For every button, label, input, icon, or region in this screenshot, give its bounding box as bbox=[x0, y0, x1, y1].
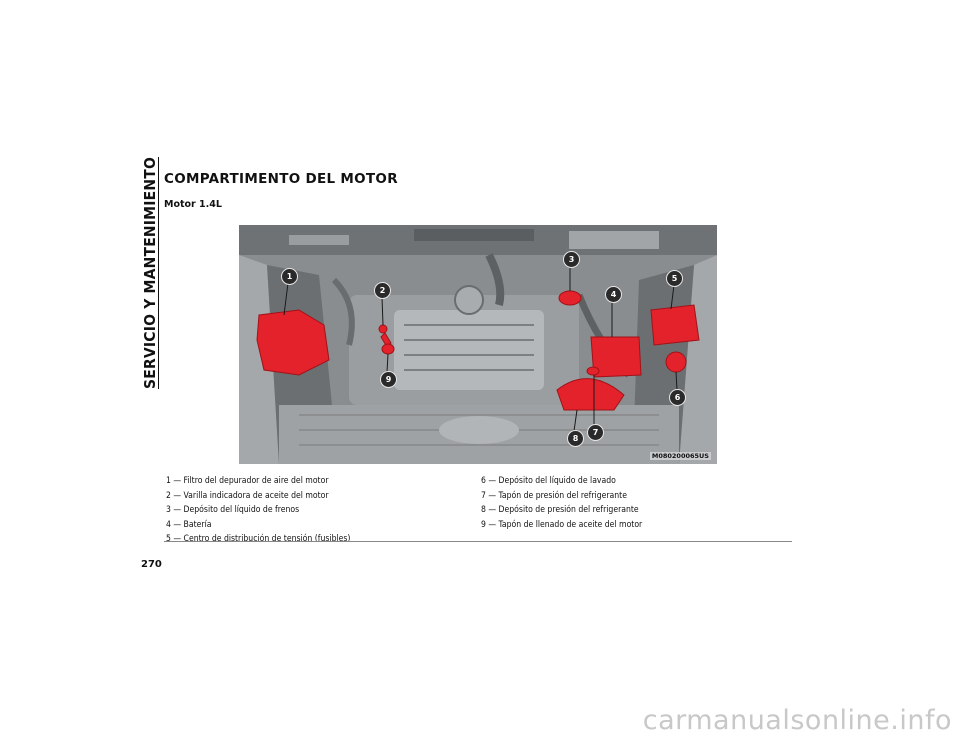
legend-item: 4 — Batería bbox=[166, 519, 212, 530]
legend-column-1: 1 — Filtro del depurador de aire del mot… bbox=[166, 474, 350, 547]
sub-title: Motor 1.4L bbox=[164, 199, 222, 210]
callout-3: 3 bbox=[563, 251, 580, 268]
legend-item: 3 — Depósito del líquido de frenos bbox=[166, 505, 300, 515]
callout-6: 6 bbox=[669, 389, 686, 406]
callout-7: 7 bbox=[587, 424, 604, 441]
legend-item: 2 — Varilla indicadora de aceite del mot… bbox=[166, 490, 329, 501]
engine-compartment-figure: 1 2 3 4 5 6 7 8 9 M080200065US bbox=[239, 225, 717, 464]
legend-item: 6 — Depósito del líquido de lavado bbox=[481, 476, 616, 486]
legend-item: 8 — Depósito de presión del refrigerante bbox=[481, 505, 639, 515]
side-section-title-text: SERVICIO Y MANTENIMIENTO bbox=[141, 156, 159, 390]
callout-1: 1 bbox=[281, 268, 298, 285]
callout-9: 9 bbox=[380, 371, 397, 388]
callout-8: 8 bbox=[567, 430, 584, 447]
callout-2: 2 bbox=[374, 282, 391, 299]
legend-item: 1 — Filtro del depurador de aire del mot… bbox=[166, 476, 329, 486]
page-number: 270 bbox=[141, 559, 162, 570]
side-section-title: SERVICIO Y MANTENIMIENTO bbox=[139, 157, 161, 389]
callout-5: 5 bbox=[666, 270, 683, 287]
legend-column-2: 6 — Depósito del líquido de lavado 7 — T… bbox=[481, 474, 642, 532]
legend-item: 7 — Tapón de presión del refrigerante bbox=[481, 490, 627, 501]
legend-divider bbox=[164, 541, 792, 542]
engine-illustration bbox=[239, 225, 717, 464]
callout-4: 4 bbox=[605, 286, 622, 303]
watermark: carmanualsonline.info bbox=[642, 705, 952, 736]
legend-item: 5 — Centro de distribución de tensión (f… bbox=[166, 534, 351, 544]
figure-code: M080200065US bbox=[649, 452, 711, 460]
section-title: COMPARTIMENTO DEL MOTOR bbox=[164, 171, 398, 187]
legend-item: 9 — Tapón de llenado de aceite del motor bbox=[481, 519, 643, 530]
